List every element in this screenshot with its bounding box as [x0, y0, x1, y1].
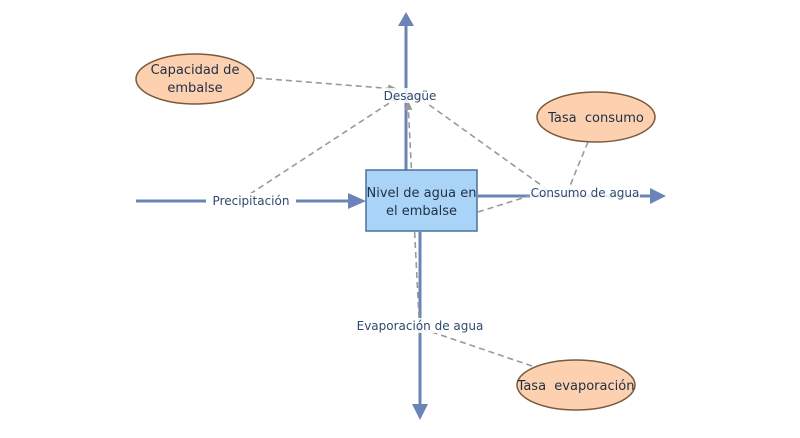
- consumption-rate-label: Tasa consumo: [547, 111, 644, 126]
- stock-label-line1: Nivel de agua en: [367, 186, 477, 201]
- consumption-label-bg: [530, 185, 640, 200]
- evaporation-flow-arrowhead: [412, 404, 428, 420]
- stock-box: [365, 169, 478, 232]
- link-consumption-rate-to-consumption: [565, 141, 589, 197]
- link-evaporation-rate-to-evaporation: [425, 329, 533, 367]
- precipitation-label: Precipitación: [213, 194, 290, 208]
- consumption-label: Consumo de agua: [531, 186, 640, 200]
- aux-evaporation-rate: Tasa evaporación: [516, 359, 636, 411]
- evaporation-rate-ellipse: [516, 359, 636, 411]
- stock-water-level: Nivel de agua en el embalse: [365, 169, 478, 232]
- stock-label-line2: el embalse: [386, 204, 457, 219]
- consumption-rate-ellipse: [536, 91, 656, 143]
- aux-consumption-rate: Tasa consumo: [536, 91, 656, 143]
- flow-labels: Precipitación Desagüe Consumo de agua Ev…: [206, 88, 640, 333]
- aux-capacity: Capacidad de embalse: [135, 53, 255, 105]
- precipitation-label-bg: [206, 193, 296, 208]
- evaporation-label: Evaporación de agua: [357, 319, 484, 333]
- capacity-ellipse: [135, 53, 255, 105]
- drain-label-bg: [382, 88, 438, 103]
- drain-flow-arrowhead: [398, 12, 414, 26]
- link-consumption-to-drain: [412, 92, 549, 191]
- link-capacity-to-drain: [255, 77, 398, 93]
- evaporation-label-bg: [353, 318, 487, 333]
- evaporation-rate-label: Tasa evaporación: [517, 379, 635, 394]
- consumption-flow-arrowhead: [650, 188, 666, 204]
- link-evaporation-to-drain: [404, 100, 420, 319]
- precipitation-flow-arrowhead: [348, 193, 366, 209]
- capacity-label-line1: Capacidad de: [151, 63, 240, 78]
- drain-label: Desagüe: [384, 89, 437, 103]
- capacity-label-line2: embalse: [167, 81, 222, 96]
